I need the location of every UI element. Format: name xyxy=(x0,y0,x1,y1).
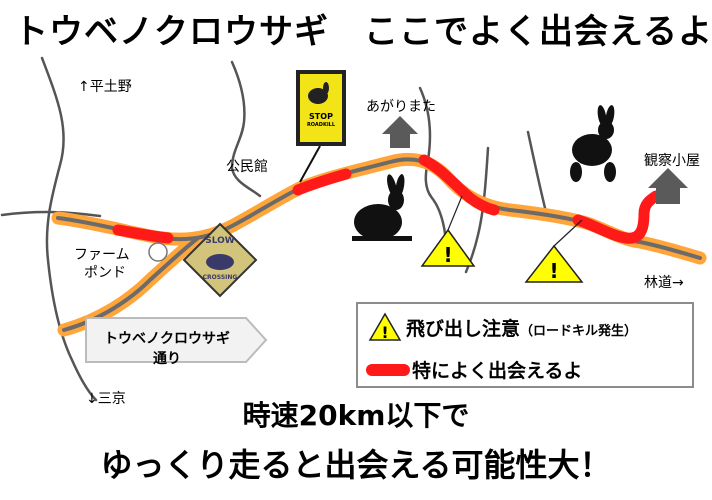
label-hiradono: ↑平土野 xyxy=(78,79,132,95)
label-kansatsu: 観察小屋 xyxy=(644,153,700,169)
stop-sign-text: STOP ROADKILL xyxy=(304,112,338,130)
legend-warning-note: （ロードキル発生） xyxy=(520,324,638,339)
legend-box: ! 飛び出し注意（ロードキル発生） 特によく出会えるよ xyxy=(356,302,694,388)
hotspot-kansatsu xyxy=(572,190,662,244)
bottom-line-2: ゆっくり走ると出会える可能性大！ xyxy=(100,446,612,484)
label-agarimata: あがりまた xyxy=(366,99,436,115)
stop-sign-top: STOP xyxy=(309,112,333,121)
label-farm-pond-1: ファーム xyxy=(74,247,130,263)
road-name-label: トウベノクロウサギ 通り xyxy=(92,329,242,369)
legend-warning-icon: ! xyxy=(368,312,402,342)
legend-hotspot-swatch xyxy=(366,364,410,376)
stop-roadkill-sign xyxy=(296,70,346,183)
slow-sign-bottom: CROSSING xyxy=(202,274,238,281)
legend-warning-row: 飛び出し注意（ロードキル発生） xyxy=(406,314,637,341)
svg-text:!: ! xyxy=(381,323,388,342)
river-lines xyxy=(0,56,548,402)
label-mikyo: ↓三京 xyxy=(86,391,126,407)
house-icon-agarimata xyxy=(382,116,418,148)
svg-text:!: ! xyxy=(443,243,452,267)
slow-crossing-sign xyxy=(182,222,258,298)
stop-sign-bottom: ROADKILL xyxy=(306,122,336,128)
legend-warning-label: 飛び出し注意 xyxy=(406,318,521,340)
bottom-line-1: 時速20km以下で xyxy=(242,399,470,432)
hotspot-agarimata xyxy=(418,154,500,216)
rabbit-silhouette-agarimata xyxy=(352,174,412,241)
label-rindo: 林道→ xyxy=(644,275,684,291)
road-name-line1: トウベノクロウサギ xyxy=(104,331,230,347)
legend-frequent-label: 特によく出会えるよ xyxy=(412,360,583,382)
slow-sign-top: SLOW xyxy=(205,236,235,246)
hotspot-farm-pond xyxy=(112,224,174,244)
road-name-line2: 通り xyxy=(153,351,181,367)
page-title: トウベノクロウサギ ここでよく出会えるよ xyxy=(14,12,712,52)
house-icon-kansatsu xyxy=(648,168,688,204)
warning-triangle-rindo: ! xyxy=(524,244,584,283)
rabbit-silhouette-kansatsu xyxy=(570,105,616,182)
warning-triangle-agarimata: ! xyxy=(420,228,476,267)
farm-pond-icon xyxy=(148,242,168,262)
svg-text:!: ! xyxy=(549,259,558,283)
road-name-arrow-box xyxy=(85,317,268,363)
hotspot-kouminkan xyxy=(292,168,352,196)
label-farm-pond-2: ポンド xyxy=(84,265,126,281)
hotspot-segments xyxy=(112,154,662,244)
label-kouminkan: 公民館 xyxy=(226,159,268,175)
